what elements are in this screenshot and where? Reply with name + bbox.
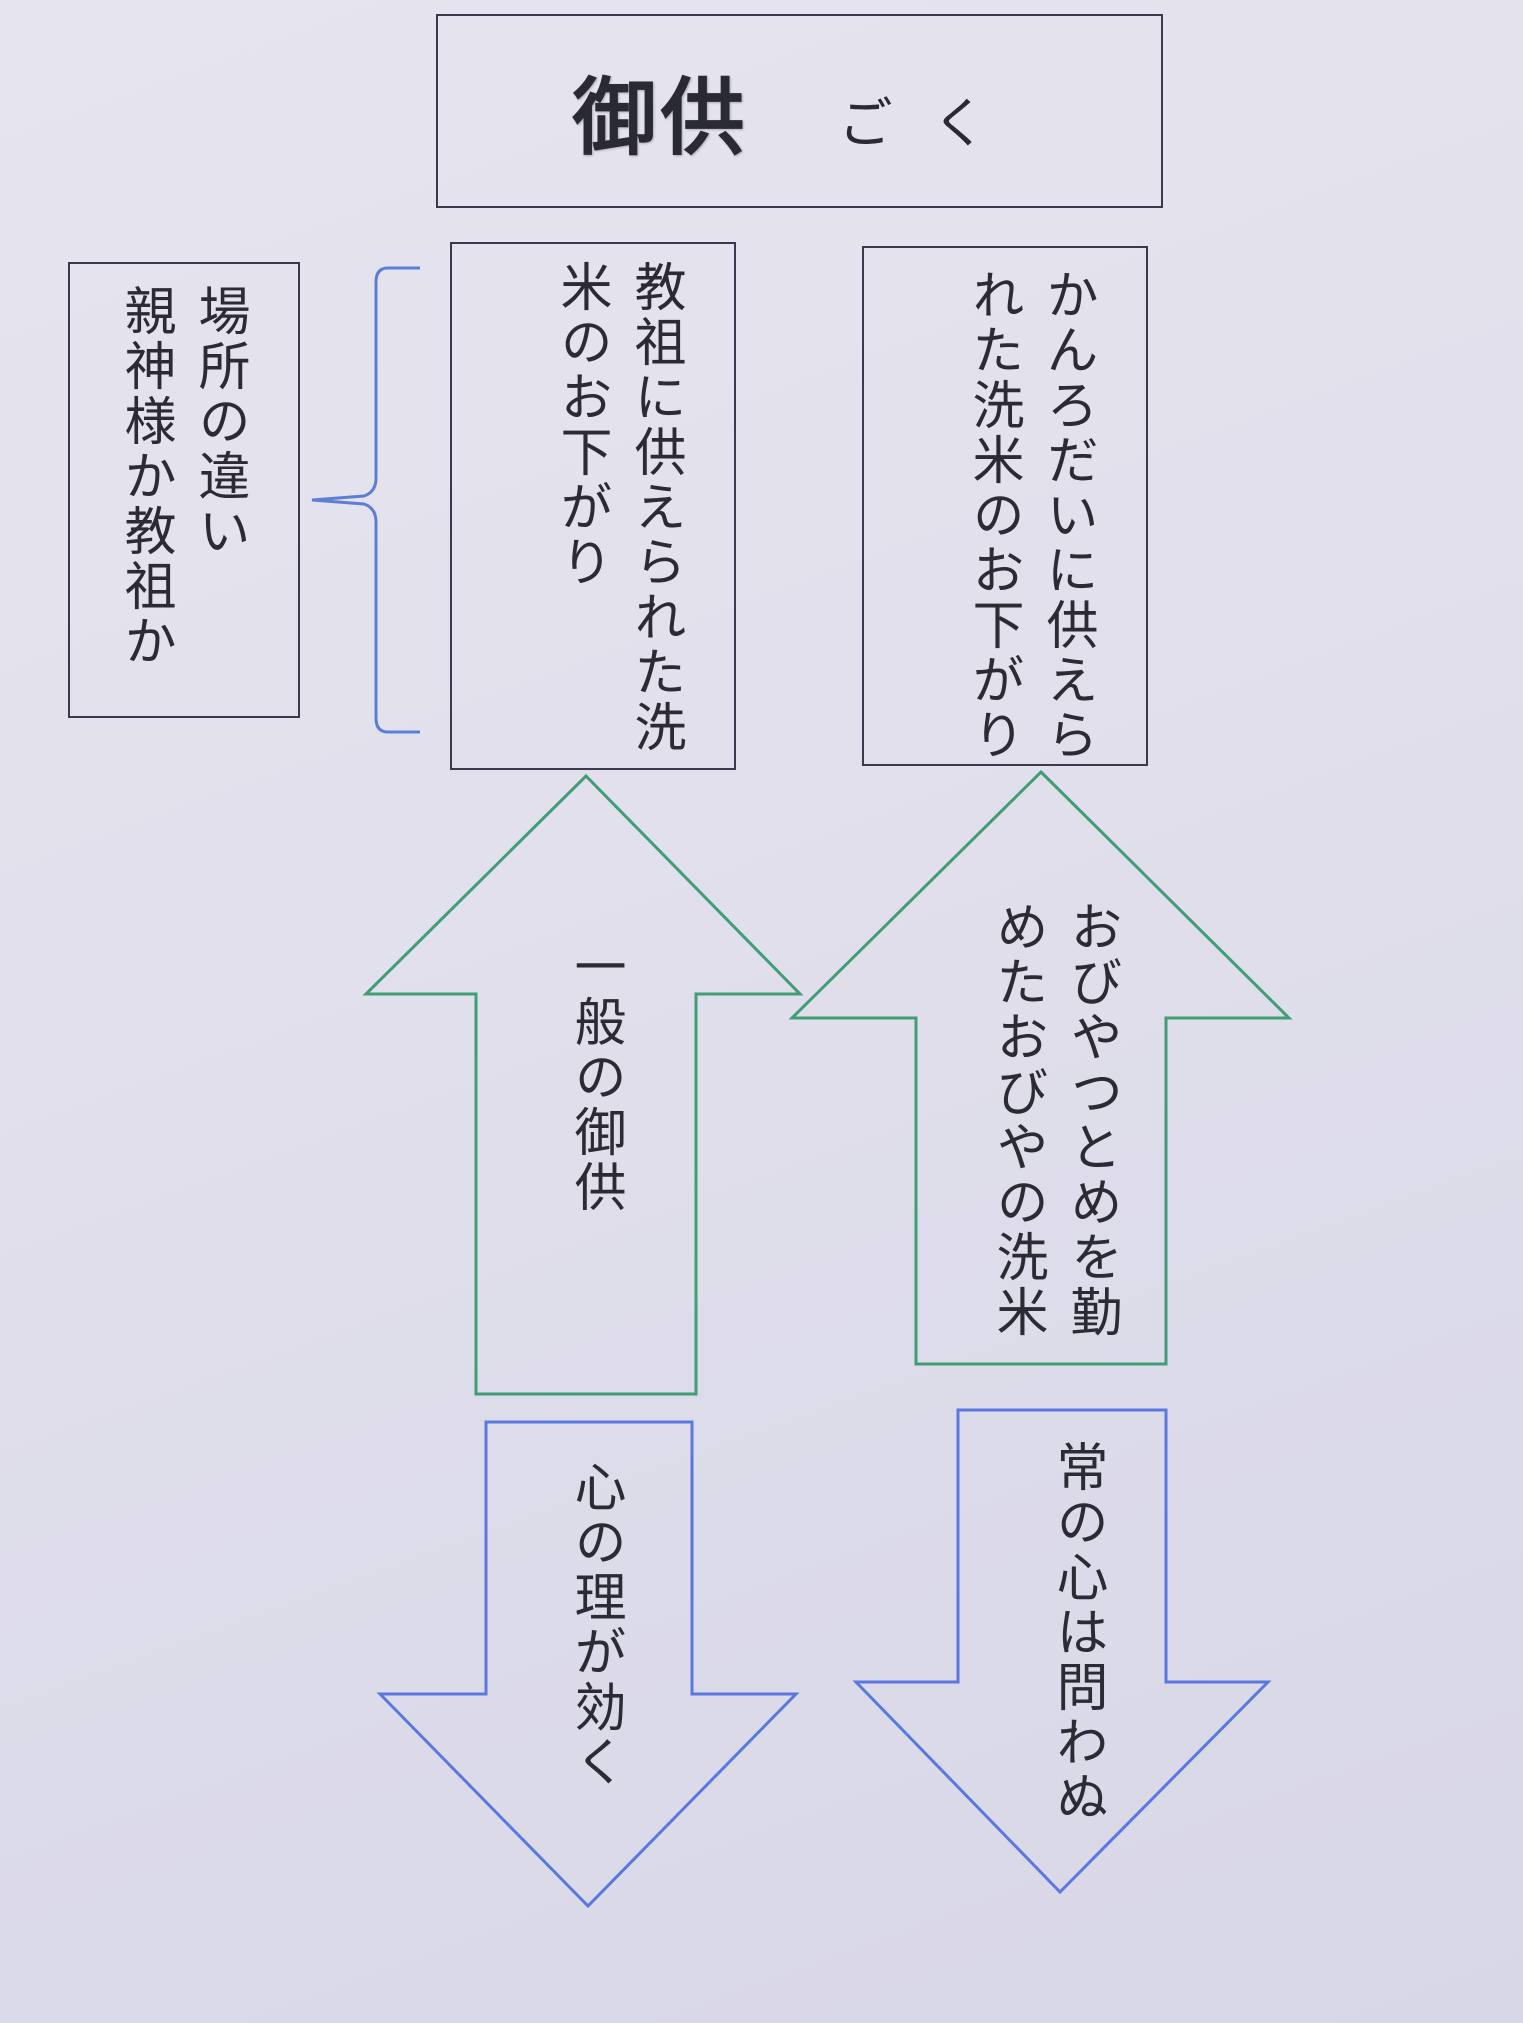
general-offering-text: 一般の御供 bbox=[565, 940, 625, 1215]
bracket-connector bbox=[311, 266, 420, 734]
kyoso-offering-box: 教祖に供えられた洗 米のお下がり bbox=[450, 242, 736, 770]
kyoso-offering-text: 教祖に供えられた洗 米のお下がり bbox=[551, 260, 685, 755]
up-arrow-left bbox=[362, 773, 804, 1396]
down-arrow-left bbox=[376, 1420, 800, 1909]
place-difference-box: 場所の違い 親神様か教祖か bbox=[68, 262, 300, 718]
down-arrow-right bbox=[852, 1408, 1272, 1895]
arrow-down-right-label: 常の心は問わぬ bbox=[1040, 1440, 1114, 1825]
up-arrow-right bbox=[788, 769, 1293, 1366]
title-reading: ごく bbox=[838, 91, 1027, 155]
arrow-up-right-label: おびやつとめを勤 めたおびやの洗米 bbox=[980, 900, 1128, 1340]
title-main: 御供 bbox=[572, 67, 749, 167]
kanrodai-offering-box: かんろだいに供えら れた洗米のお下がり bbox=[862, 246, 1148, 766]
obiya-offering-text: おびやつとめを勤 めたおびやの洗米 bbox=[987, 900, 1121, 1340]
place-difference-text: 場所の違い 親神様か教祖か bbox=[115, 284, 249, 669]
arrow-down-left-label: 心の理が効く bbox=[558, 1460, 632, 1790]
heart-not-questioned-text: 常の心は問わぬ bbox=[1047, 1440, 1107, 1825]
heart-effect-text: 心の理が効く bbox=[565, 1460, 625, 1790]
title-box: 御供 ごく bbox=[436, 14, 1163, 208]
kanrodai-offering-text: かんろだいに供えら れた洗米のお下がり bbox=[963, 268, 1097, 763]
arrow-up-left-label: 一般の御供 bbox=[558, 940, 632, 1215]
